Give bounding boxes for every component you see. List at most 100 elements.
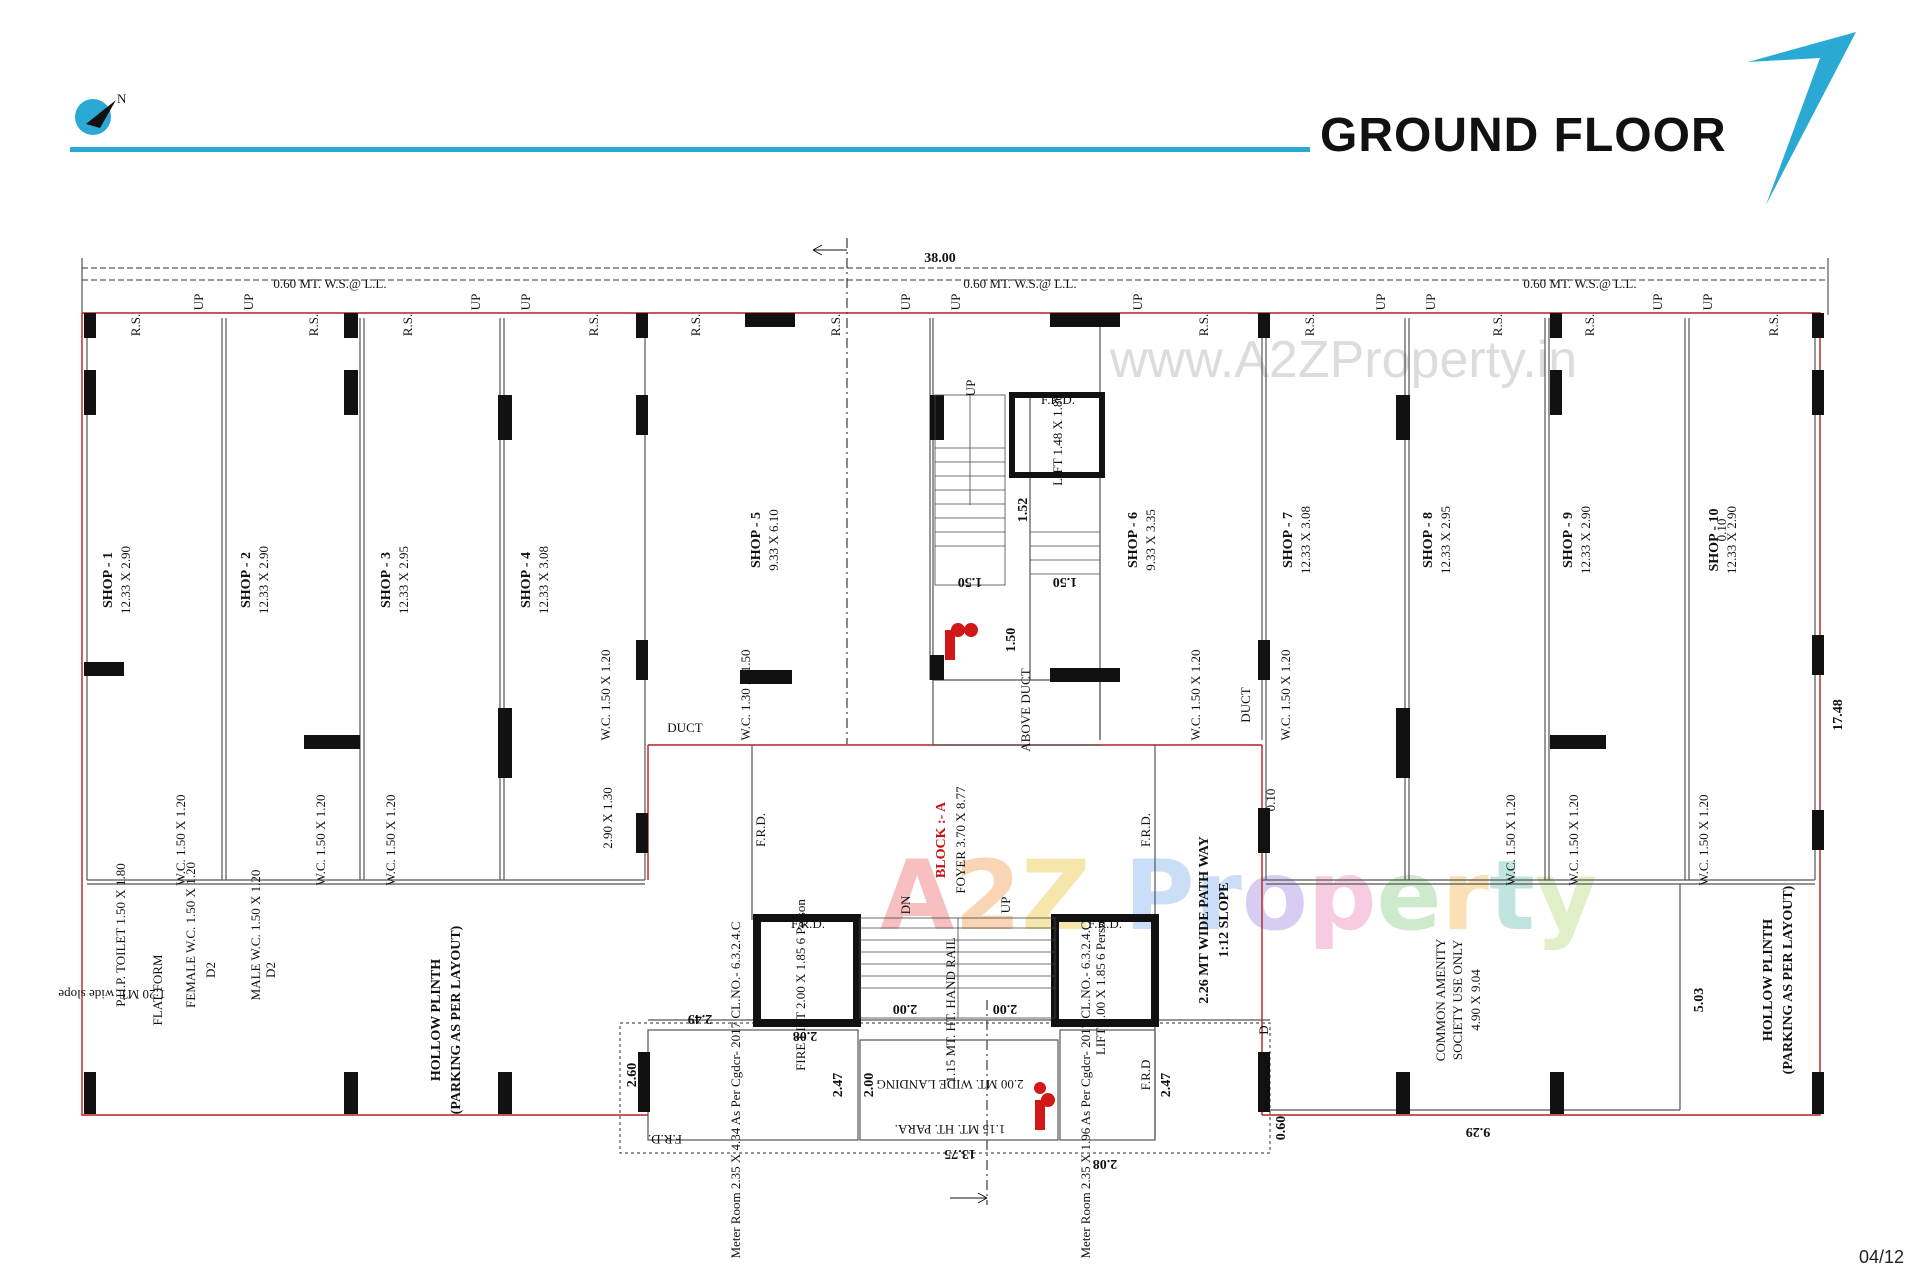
brand-watermark-letter: o [1241,840,1308,952]
shop-1-size: 12.33 X 2.90 [118,546,133,614]
lift-top [1009,392,1105,478]
svg-text:UP: UP [998,897,1013,914]
svg-text:2.08: 2.08 [1093,1156,1118,1171]
svg-text:13.75: 13.75 [944,1146,976,1161]
block-name: BLOCK :- A [934,801,949,878]
shop-8-size: 12.33 X 2.95 [1438,506,1453,574]
svg-text:1.15 MT. HT. HAND RAIL: 1.15 MT. HT. HAND RAIL [943,937,958,1082]
svg-text:R.S.: R.S. [1196,314,1211,336]
svg-text:R.S.: R.S. [128,314,143,336]
svg-text:1.15 MT. HT. PARA.: 1.15 MT. HT. PARA. [895,1122,1006,1137]
svg-text:F.R.D.: F.R.D. [791,916,825,931]
shop-10-name: SHOP - 10 [1707,508,1722,571]
svg-text:1.50: 1.50 [958,574,983,589]
svg-text:W.C. 1.50 X 1.20: W.C. 1.50 X 1.20 [598,650,613,741]
svg-text:UP: UP [468,294,483,311]
dimension-labels: 1.52 1.50 1.50 1.50 0.10 0.10 2.49 2.08 … [625,498,1846,1171]
fire-lift-label: FIRE LIFT 2.00 X 1.85 6 Person [793,899,808,1071]
shop-3-name: SHOP - 3 [379,552,394,608]
up-labels: UP UP UP UP UP UP UP UP UP UP UP UP UP D… [191,294,1715,915]
svg-text:DUCT: DUCT [1238,687,1253,722]
plot-boundary [81,312,1821,1116]
page-title: GROUND FLOOR [1320,109,1727,162]
fire-hydrant-icon [945,623,978,660]
lift-fire [753,914,861,1027]
slope-label: 1:12 SLOPE [1217,882,1232,957]
svg-text:9.29: 9.29 [1466,1124,1491,1139]
svg-text:F.R.D.: F.R.D. [648,1132,682,1147]
svg-text:DUCT: DUCT [667,720,702,735]
svg-text:UP: UP [241,294,256,311]
shop-9-name: SHOP - 9 [1561,512,1576,568]
svg-text:2.60: 2.60 [625,1063,640,1088]
svg-text:HOLLOW PLINTH: HOLLOW PLINTH [429,959,444,1081]
svg-text:W.C. 1.50 X 1.20: W.C. 1.50 X 1.20 [1696,795,1711,886]
svg-text:5.03: 5.03 [1692,988,1707,1013]
svg-text:HOLLOW PLINTH: HOLLOW PLINTH [1761,919,1776,1041]
svg-text:0.10: 0.10 [1263,789,1278,812]
svg-text:R.S.: R.S. [1582,314,1597,336]
svg-text:2.47: 2.47 [831,1073,846,1098]
svg-text:1.52: 1.52 [1016,498,1031,523]
svg-text:D2: D2 [263,962,278,978]
svg-text:R.S.: R.S. [828,314,843,336]
svg-text:UP: UP [963,380,978,397]
hollow-plinth-labels: HOLLOW PLINTH (PARKING AS PER LAYOUT) HO… [429,885,1796,1114]
setback-label: 0.60 MT. W.S.@ L.L. [273,276,386,291]
core-labels: LIFT 1.48 X 1.80 F.R.D. FIRE LIFT 2.00 X… [648,392,1232,1259]
watermark-url: www.A2ZProperty.in [1110,331,1578,389]
columns [84,313,1824,1114]
brand-watermark-letter: P [1124,840,1195,952]
svg-text:R.S.: R.S. [1490,314,1505,336]
svg-text:W.C. 1.50 X 1.20: W.C. 1.50 X 1.20 [383,795,398,886]
svg-text:R.S.: R.S. [1766,314,1781,336]
svg-text:F.R.D.: F.R.D. [1138,813,1153,847]
shop-6-name: SHOP - 6 [1126,512,1141,568]
header-rule [70,147,1310,152]
svg-text:W.C. 1.50 X 1.20: W.C. 1.50 X 1.20 [173,795,188,886]
shop-1-name: SHOP - 1 [101,552,116,608]
php-toilet-label: P.H.P. TOILET 1.50 X 1.80 [113,863,128,1006]
shop-10-size: 12.33 X 2.90 [1724,506,1739,574]
shop-5-name: SHOP - 5 [749,512,764,568]
svg-text:UP: UP [948,294,963,311]
svg-text:F.R.D: F.R.D [1138,1060,1153,1091]
svg-text:0.10: 0.10 [1714,519,1729,542]
shop-7-name: SHOP - 7 [1281,512,1296,568]
svg-text:1:20 MT. wide slope: 1:20 MT. wide slope [58,987,166,1002]
svg-text:1.50: 1.50 [1004,628,1019,653]
dim-overall-depth: 17.48 [1831,699,1846,731]
brand-watermark: A2Z Property [880,840,1597,952]
svg-text:F.R.D.: F.R.D. [1088,916,1122,931]
brand-watermark-letter: r [1194,840,1242,952]
section-marker [812,238,988,1205]
shop-4-size: 12.33 X 3.08 [536,546,551,614]
staircase-bottom [859,917,1056,1019]
svg-text:UP: UP [1130,294,1145,311]
svg-text:UP: UP [1423,294,1438,311]
shop-4-name: SHOP - 4 [519,552,534,608]
svg-text:UP: UP [518,294,533,311]
svg-text:0.60: 0.60 [1274,1116,1289,1141]
svg-text:(PARKING AS PER LAYOUT): (PARKING AS PER LAYOUT) [1781,885,1796,1074]
above-duct-label: ABOVE DUCT [1018,668,1033,751]
svg-text:UP: UP [1700,294,1715,311]
svg-text:FLAT FORM: FLAT FORM [150,954,165,1025]
staircase-top [934,394,1100,586]
svg-text:W.C. 1.50 X 1.20: W.C. 1.50 X 1.20 [1566,795,1581,886]
svg-text:W.C. 1.50 X 1.20: W.C. 1.50 X 1.20 [313,795,328,886]
shop-2-name: SHOP - 2 [239,552,254,608]
wc-labels: W.C. 1.50 X 1.20 W.C. 1.30 X 1.50 DUCT W… [58,650,1711,1035]
svg-text:1.50: 1.50 [1053,574,1078,589]
svg-text:D: D [1256,1025,1271,1034]
svg-text:F.R.D.: F.R.D. [753,813,768,847]
svg-text:R.S.: R.S. [306,314,321,336]
svg-text:R.S.: R.S. [586,314,601,336]
shop-6-size: 9.33 X 3.35 [1143,509,1158,570]
svg-text:2.00: 2.00 [893,1001,918,1016]
meter-room-right: Meter Room 2.35 X 1.96 As Per Cgdcr- 201… [1078,922,1093,1259]
svg-text:R.S.: R.S. [688,314,703,336]
male-wc-label: MALE W.C. 1.50 X 1.20 [248,870,263,1001]
svg-text:UP: UP [1373,294,1388,311]
north-label: N [117,91,127,106]
